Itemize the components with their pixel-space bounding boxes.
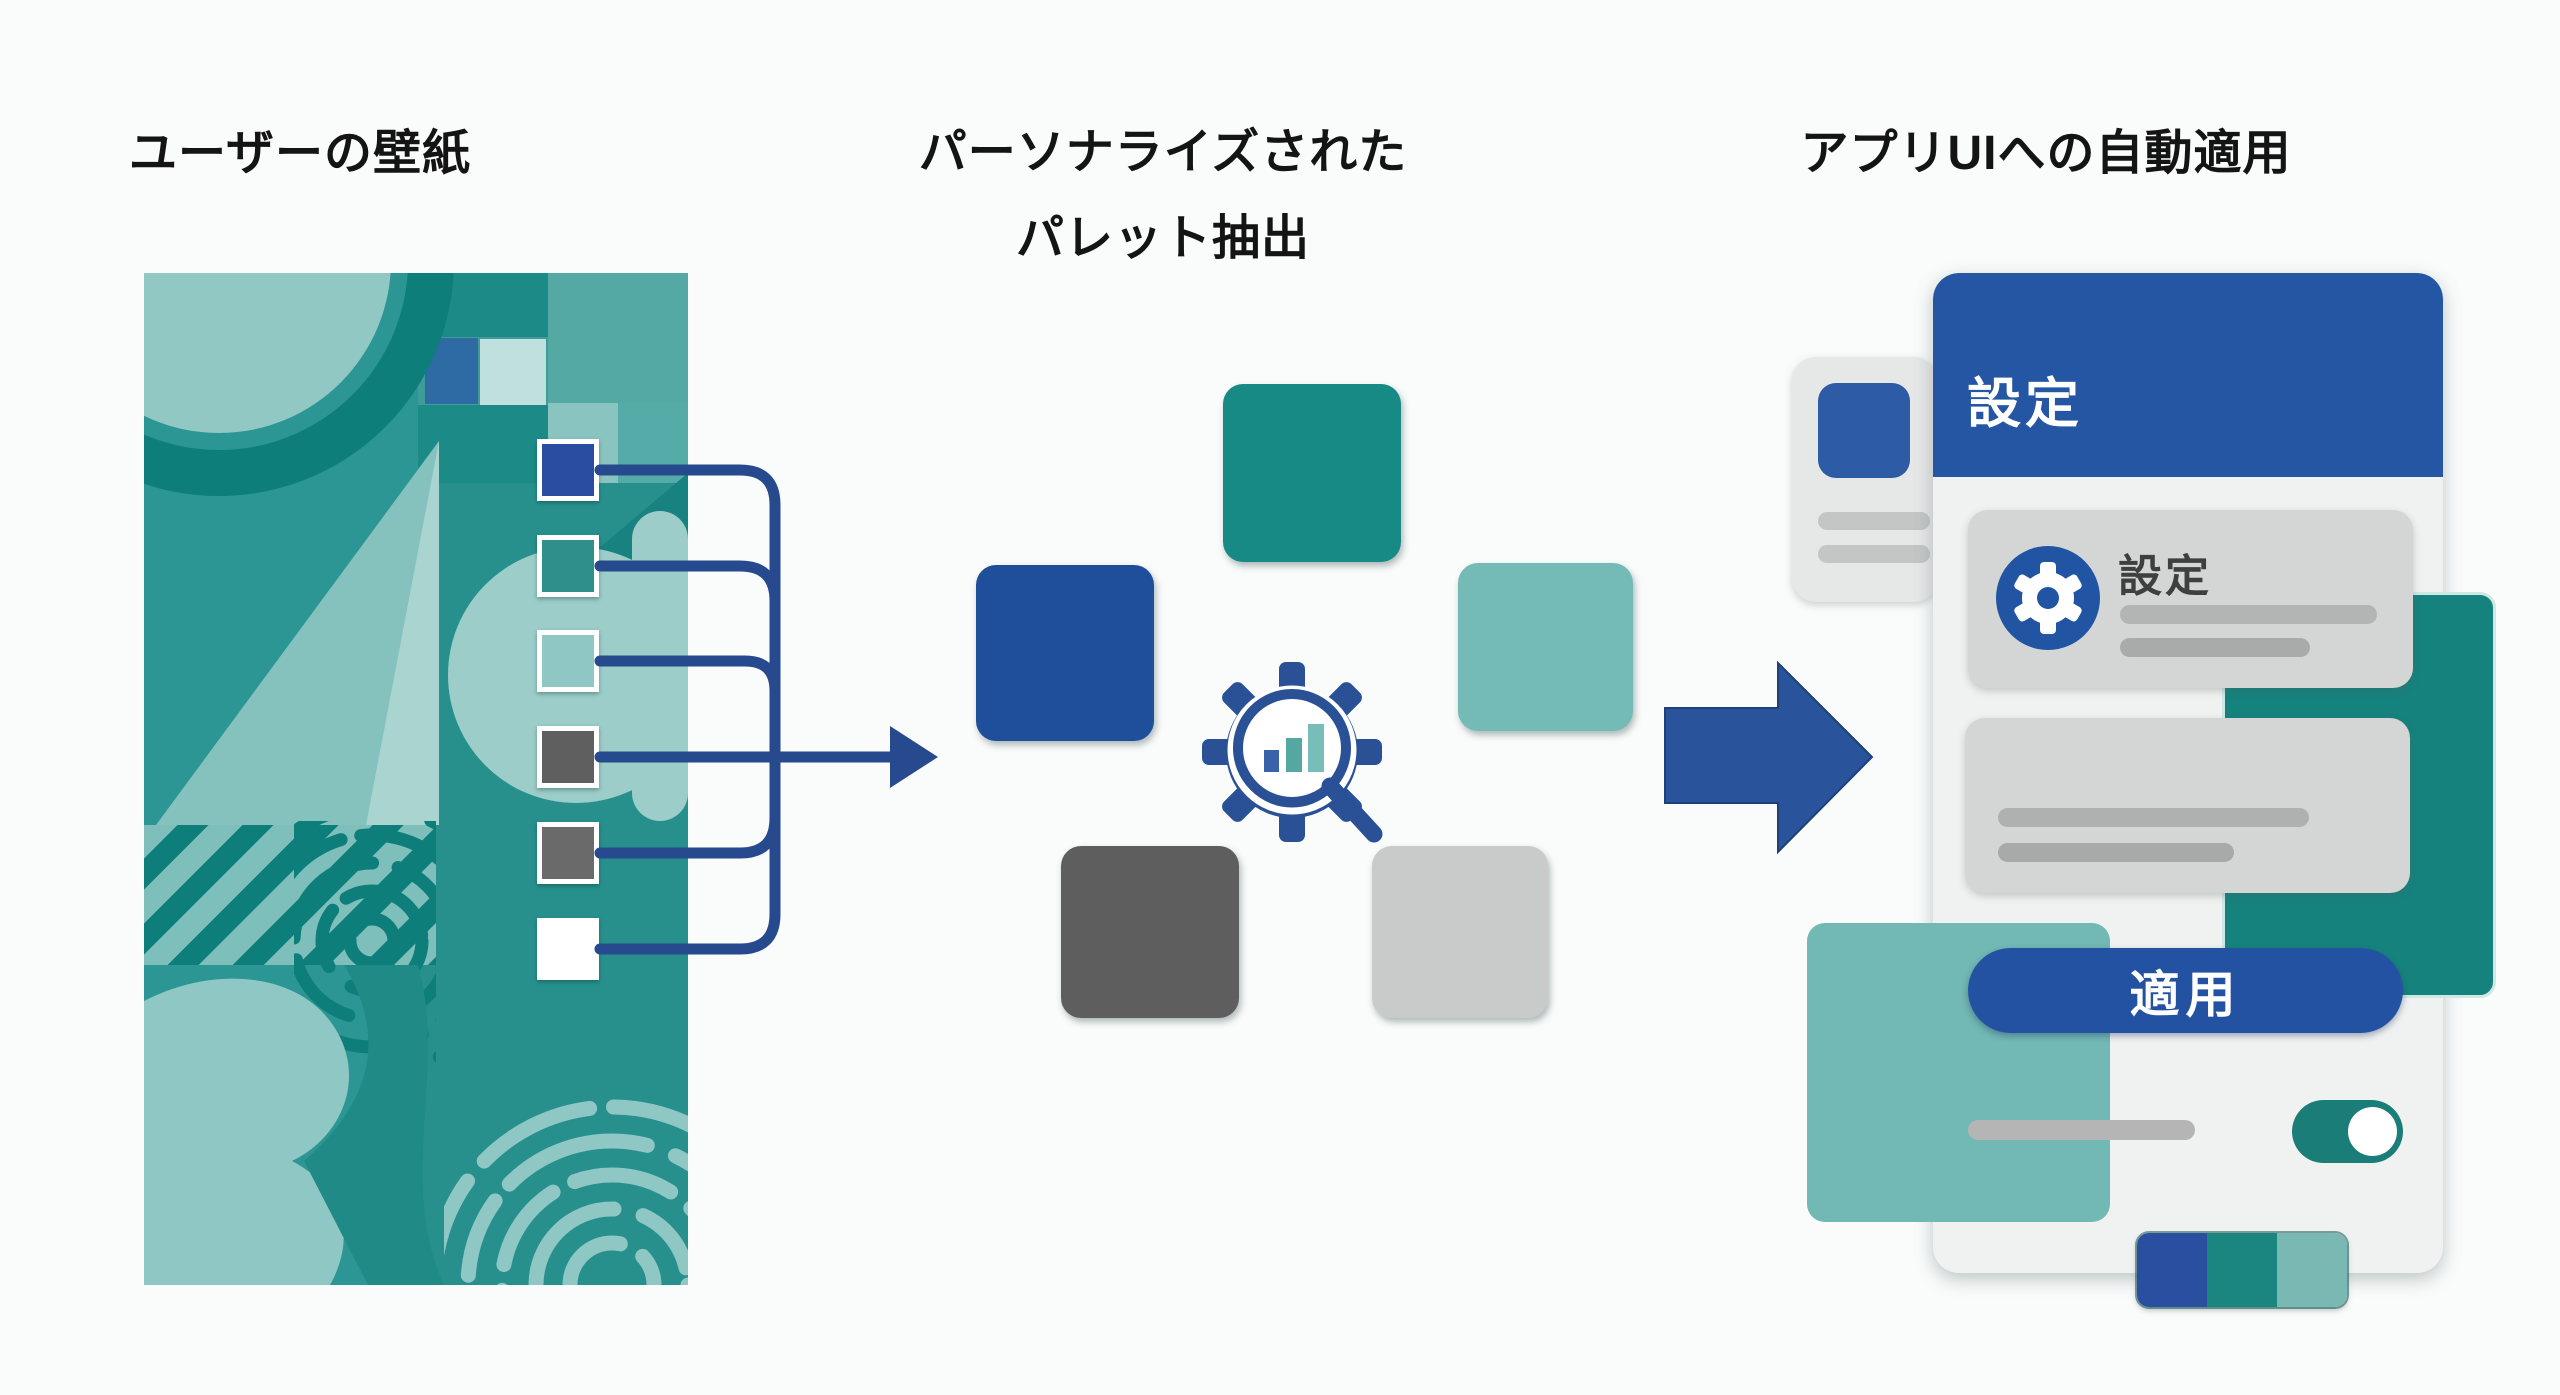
- palette-square-light-gray: [1372, 846, 1548, 1018]
- title-auto-apply: アプリUIへの自動適用: [1800, 127, 2292, 180]
- title-palette-line2: パレット抽出: [1015, 212, 1311, 265]
- theme-color-bar: [2137, 1233, 2347, 1307]
- flow-arrow-icon: [1664, 660, 1874, 855]
- swatch-connector-lines: [594, 464, 938, 955]
- placeholder-line: [1998, 843, 2234, 862]
- theme-color-teal: [2207, 1233, 2277, 1307]
- apply-button[interactable]: 適用: [1968, 948, 2403, 1033]
- background-app-card: [1792, 357, 1938, 602]
- title-user-wallpaper: ユーザーの壁紙: [128, 127, 472, 180]
- app-header-bar: 設定: [1933, 273, 2443, 477]
- slider-track[interactable]: [1968, 1120, 2195, 1140]
- swatch-gray: [537, 822, 599, 884]
- gear-icon: [2014, 562, 2082, 634]
- theme-color-light-teal: [2277, 1233, 2347, 1307]
- gear-badge: [1996, 546, 2100, 650]
- content-card: [1965, 718, 2410, 893]
- app-header-title: 設定: [1967, 374, 2083, 434]
- title-palette-line1: パーソナライズされた: [918, 126, 1408, 179]
- placeholder-line: [1998, 808, 2309, 827]
- palette-square-teal: [1223, 384, 1401, 562]
- palette-square-blue: [976, 565, 1154, 741]
- theme-color-blue: [2137, 1233, 2207, 1307]
- toggle-knob: [2348, 1107, 2397, 1156]
- palette-square-dark-gray: [1061, 846, 1239, 1018]
- settings-list-item[interactable]: 設定: [1968, 510, 2413, 688]
- placeholder-line: [2120, 605, 2377, 624]
- apply-button-label: 適用: [2129, 966, 2242, 1023]
- gear-magnifier-bar-chart-icon: [1202, 662, 1383, 843]
- merge-arrowhead-icon: [890, 726, 938, 788]
- placeholder-line: [1818, 545, 1930, 563]
- placeholder-line: [2120, 638, 2310, 657]
- settings-item-label: 設定: [2118, 552, 2212, 601]
- palette-square-light-teal: [1458, 563, 1633, 731]
- card-image-placeholder: [1818, 383, 1910, 478]
- toggle-switch[interactable]: [2292, 1100, 2403, 1163]
- placeholder-line: [1818, 512, 1930, 530]
